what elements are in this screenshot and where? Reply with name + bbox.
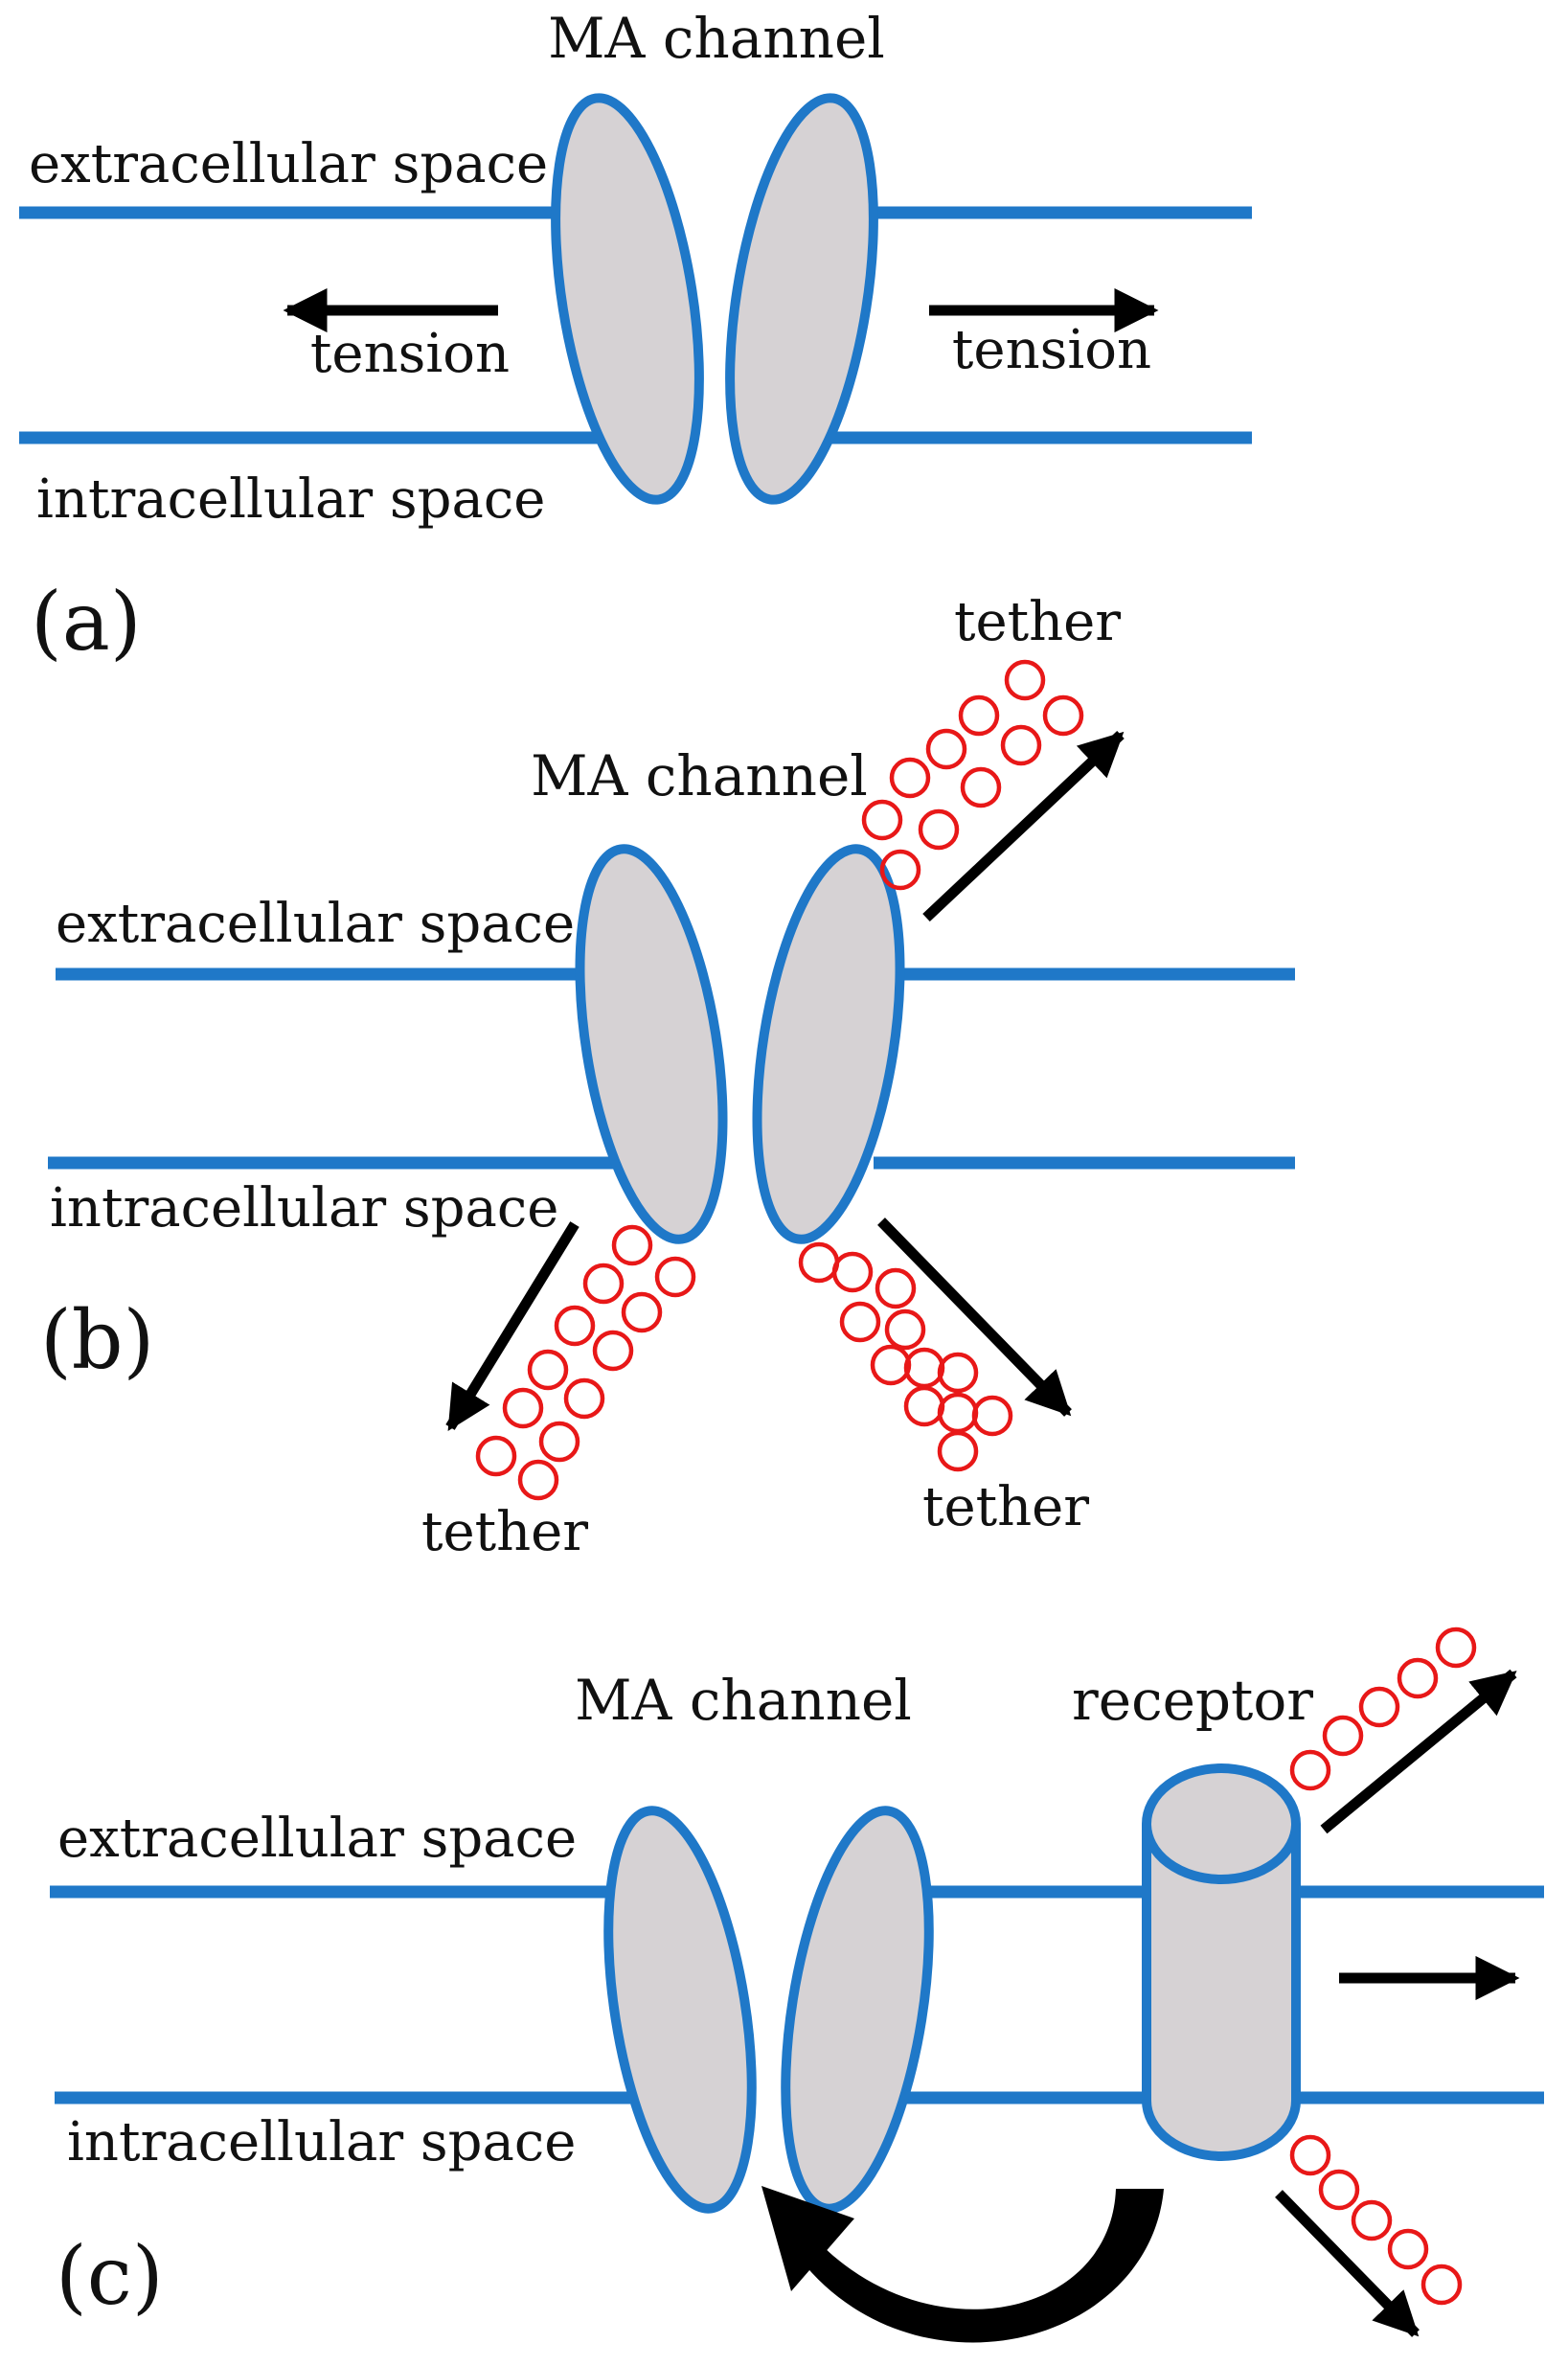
tether-top xyxy=(861,659,1084,891)
channel-label: MA channel xyxy=(548,6,885,71)
extracellular-label: extracellular space xyxy=(29,133,548,195)
receptor-label: receptor xyxy=(1072,1668,1313,1733)
panel-a: MA channel extracellular space intracell… xyxy=(19,6,1252,669)
tether-bead xyxy=(527,1349,569,1391)
tether-bead xyxy=(879,849,921,891)
pull-arrow-top xyxy=(922,730,1125,922)
tether-label-bottom-left: tether xyxy=(421,1501,588,1563)
tether-bead xyxy=(884,1308,926,1351)
tether-bead xyxy=(903,1347,945,1389)
tether-bead xyxy=(582,1263,625,1305)
tether-bead xyxy=(960,766,1002,808)
tether-bead xyxy=(1351,2199,1393,2241)
receptor-top xyxy=(1142,1763,1301,1884)
tether-bead xyxy=(563,1377,605,1420)
tether-bead xyxy=(875,1267,917,1309)
tether-bead xyxy=(592,1330,634,1372)
tether-bead xyxy=(889,757,931,799)
tether-bead xyxy=(1435,1627,1477,1669)
tether-bottom-left xyxy=(475,1224,696,1501)
extracellular-label: extracellular space xyxy=(56,893,575,955)
tether-label-top: tether xyxy=(954,591,1121,653)
tether-label-bottom-right: tether xyxy=(922,1476,1089,1538)
channel-left-subunit xyxy=(551,93,704,505)
tether-bead xyxy=(1387,2228,1429,2270)
tether-bead xyxy=(1420,2264,1463,2306)
tether-bead xyxy=(502,1387,544,1429)
channel-right-subunit xyxy=(752,844,905,1244)
tether-bottom-right xyxy=(798,1241,1013,1472)
signaling-arrow-body xyxy=(800,2189,1164,2343)
tether-bead xyxy=(611,1224,653,1266)
panel-label: (a) xyxy=(31,575,142,669)
channel-left-subunit xyxy=(575,844,728,1244)
pull-arrow-bottom-right xyxy=(877,1217,1072,1417)
panel-b: MA channel extracellular space intracell… xyxy=(40,591,1295,1563)
intracellular-label: intracellular space xyxy=(67,2111,576,2173)
tether-bead xyxy=(654,1256,696,1298)
tether-bead xyxy=(839,1301,881,1343)
pull-arrow-bottom-right xyxy=(1275,2190,1420,2337)
tether-bead xyxy=(870,1344,912,1386)
tether-bead xyxy=(517,1459,559,1501)
tension-label-left: tension xyxy=(310,323,510,385)
panel-c: MA channel receptor extracellular space … xyxy=(50,1627,1544,2343)
panel-label: (b) xyxy=(40,1293,154,1387)
tether-bead xyxy=(1322,1715,1364,1757)
tether-bead xyxy=(937,1430,979,1472)
tether-bead xyxy=(1358,1686,1400,1728)
receptor-cylinder xyxy=(1142,1763,1301,2161)
tether-bead xyxy=(831,1251,874,1293)
tether-bead xyxy=(798,1241,840,1284)
tether-bead xyxy=(1289,2134,1331,2176)
signaling-arrow xyxy=(761,2186,1164,2343)
tether-bottom-right xyxy=(1289,2134,1463,2306)
pull-arrow-top-right xyxy=(1320,1669,1517,1834)
tether-bead xyxy=(971,1395,1013,1437)
tether-bead xyxy=(1289,1749,1331,1791)
channel-right-subunit xyxy=(781,1806,934,2214)
signaling-arrow-head xyxy=(761,2186,854,2291)
panel-label: (c) xyxy=(56,2229,164,2323)
tether-bead xyxy=(538,1421,580,1463)
tether-bead xyxy=(621,1291,663,1333)
tether-bead xyxy=(937,1352,979,1394)
extracellular-label: extracellular space xyxy=(57,1808,577,1870)
tether-bead xyxy=(1004,659,1046,701)
channel-right-subunit xyxy=(725,93,878,505)
tether-bead xyxy=(918,808,960,851)
pull-arrow-bottom-left xyxy=(445,1221,579,1431)
channel-left-subunit xyxy=(603,1806,757,2214)
tether-bead xyxy=(937,1392,979,1434)
receptor-body xyxy=(1142,1824,1301,2161)
tether-bead xyxy=(1397,1657,1439,1699)
tether-bead xyxy=(925,728,967,770)
tether-bead xyxy=(554,1305,596,1347)
tether-bead xyxy=(1318,2169,1360,2211)
tether-bead xyxy=(475,1435,517,1477)
tether-bead xyxy=(958,694,1000,737)
intracellular-label: intracellular space xyxy=(50,1177,558,1240)
tether-bead xyxy=(1042,694,1084,737)
tension-label-right: tension xyxy=(952,319,1151,381)
tether-bead xyxy=(861,799,903,841)
tether-bead xyxy=(903,1385,945,1427)
channel-label: MA channel xyxy=(531,743,868,808)
intracellular-label: intracellular space xyxy=(36,468,545,531)
channel-label: MA channel xyxy=(575,1668,912,1733)
tether-bead xyxy=(1000,724,1042,766)
tether-top-right xyxy=(1289,1627,1477,1791)
